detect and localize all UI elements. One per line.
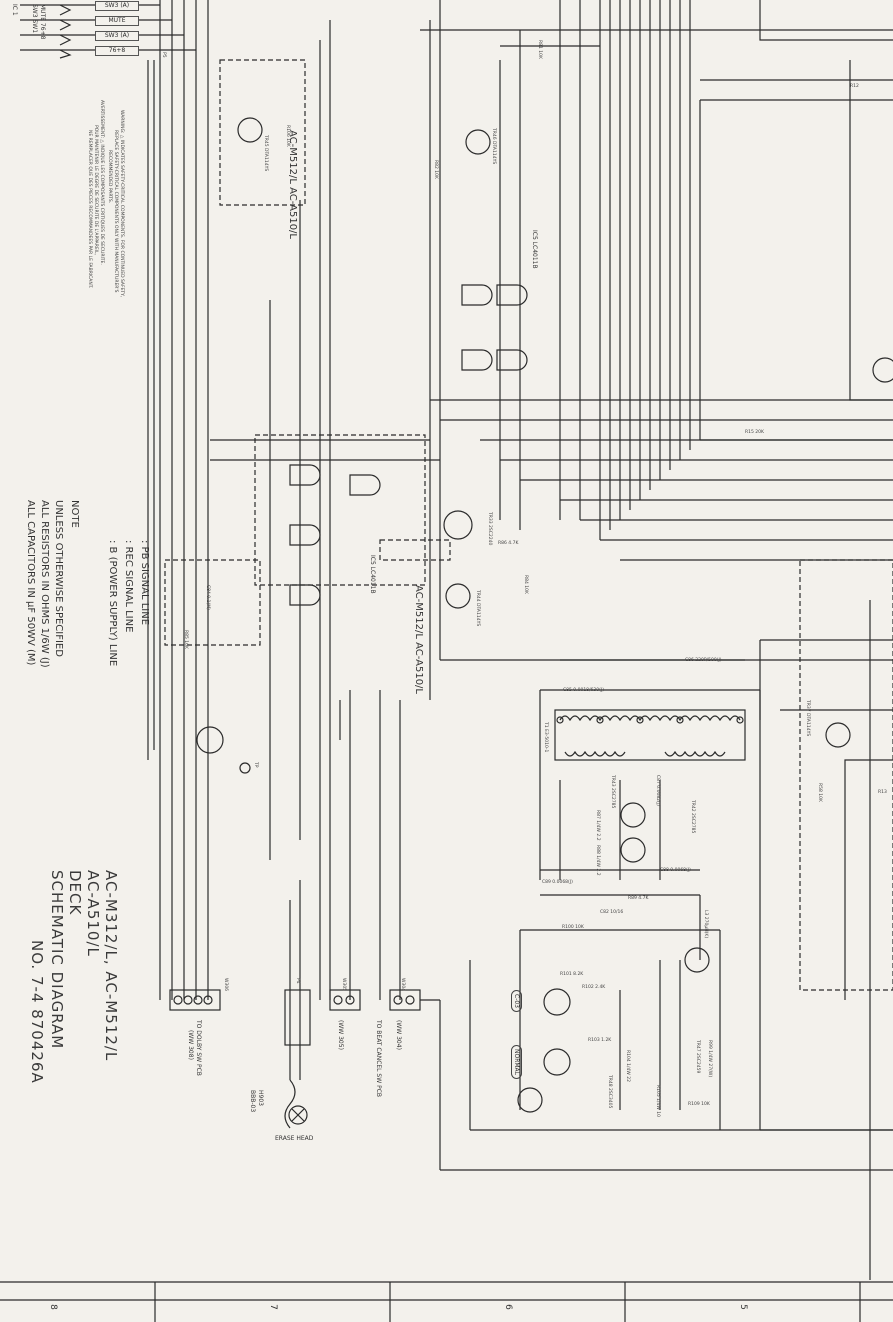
warning-line: POUR MAINTENIR LE DEGRE DE SECURITE DE L… bbox=[93, 125, 98, 255]
model-tag: AC-M512/L AC-A510/L bbox=[413, 585, 424, 694]
component-label: TR44 DTA114YS bbox=[475, 590, 480, 627]
pin-label: P5 bbox=[161, 52, 166, 58]
side-label: MUTE 76+8 bbox=[39, 4, 46, 40]
switch-label: 76+8 bbox=[95, 46, 139, 56]
component-label: L3 270µH(K) bbox=[703, 910, 708, 939]
warning-line: REPLACE SAFETY-CRITICAL COMPONENTS ONLY … bbox=[113, 130, 118, 293]
component-label: R102 2.4K bbox=[582, 985, 606, 990]
zone-number: 8 bbox=[47, 1304, 58, 1310]
pin-label: TP bbox=[253, 762, 258, 768]
pin-label: W304 bbox=[400, 978, 405, 992]
component-label: TR37 DTA114YS bbox=[805, 700, 810, 737]
side-label: SW3 SW1 bbox=[31, 4, 38, 34]
component-label: R84 10K bbox=[523, 575, 528, 594]
component-label: R58 10K bbox=[817, 783, 822, 802]
warning-line: WARNING: △ INDICATES SAFETY-CRITICAL COM… bbox=[119, 110, 124, 298]
zone-number: 5 bbox=[737, 1304, 748, 1310]
switch-label: SW3 (A) bbox=[95, 31, 139, 41]
component-label: C87 0.0082(J) bbox=[655, 775, 660, 806]
component-label: TR46 DTA114YS bbox=[491, 128, 496, 165]
switch-label: SW3 (A) bbox=[95, 1, 139, 11]
title-models: AC-M312/L, AC-M512/L bbox=[102, 870, 120, 1062]
connector-dolby-sub: (WW 308) bbox=[187, 1030, 194, 1060]
component-label: TR47 2SC2459 bbox=[695, 1040, 700, 1074]
component-label: C88 0.0068(J) bbox=[660, 868, 691, 873]
title-models2: AC-A510/L bbox=[84, 870, 102, 957]
component-label: TR45 DTA114YS bbox=[263, 135, 268, 172]
pin-label: P4 bbox=[295, 978, 300, 984]
component-label: C86 220P/500(J) bbox=[685, 658, 722, 663]
legend-pb-signal: : PB SIGNAL LINE bbox=[139, 540, 150, 626]
component-label: C89 0.0068(J) bbox=[542, 880, 573, 885]
warning-line: AVERTISSEMENT: △ INDIQUE LES COMPOSANTS … bbox=[99, 100, 104, 265]
connector-dolby: TO DOLBY SW PCB bbox=[195, 1020, 202, 1076]
connector-beat-cancel: TO BEAT CANCEL SW PCB bbox=[375, 1020, 382, 1097]
button-c03: C-03 bbox=[511, 990, 522, 1012]
component-label: R89 4.7K bbox=[628, 896, 649, 901]
component-label: T1 E3-5010-1 bbox=[543, 722, 548, 753]
component-label: R101 8.2K bbox=[560, 972, 584, 977]
note-line: ALL CAPACITORS IN µF 50WV (M) bbox=[25, 500, 36, 666]
component-label: R103 1.2K bbox=[588, 1038, 612, 1043]
pin-label: W306 bbox=[223, 978, 228, 992]
pin-label: W305 bbox=[341, 978, 346, 992]
ic-label: IC5 LC4011B bbox=[369, 555, 376, 594]
note-line: UNLESS OTHERWISE SPECIFIED bbox=[53, 500, 64, 657]
component-label: TR42 2SC2785 bbox=[690, 800, 695, 834]
component-label: R12 bbox=[850, 84, 859, 89]
legend-power-line: : B (POWER SUPPLY) LINE bbox=[107, 540, 118, 667]
component-label: C85 0.0018/630(J) bbox=[563, 688, 604, 693]
component-label: R15 20K bbox=[745, 430, 764, 435]
component-label: R99 1/4W 27(W) bbox=[707, 1040, 712, 1078]
ic-label: IC5 LC4011B bbox=[531, 230, 538, 269]
component-label: TR43 2SC2785 bbox=[610, 775, 615, 809]
note-heading: NOTE bbox=[69, 500, 80, 528]
connector-ww304: (WW 304) bbox=[395, 1020, 402, 1050]
zone-number: 6 bbox=[502, 1304, 513, 1310]
component-label: C84 0.1(M) bbox=[205, 585, 210, 610]
component-label: R88 1/4W 2.2 bbox=[595, 845, 600, 876]
zone-number: 7 bbox=[267, 1304, 278, 1310]
erase-head-model: BBB-03 bbox=[249, 1090, 256, 1113]
component-label: R87 1/4W 2.2 bbox=[595, 810, 600, 841]
component-label: R104 1/4W 22 bbox=[625, 1050, 630, 1082]
note-line: ALL RESISTORS IN OHMS 1/6W (J) bbox=[39, 500, 50, 668]
component-label: R86 4.7K bbox=[498, 541, 519, 546]
legend-rec-signal: : REC SIGNAL LINE bbox=[123, 540, 134, 633]
erase-head-label: ERASE HEAD bbox=[275, 1135, 314, 1142]
component-label: R105 1/4W 10 bbox=[655, 1085, 660, 1117]
component-label: TR33 2SC2240 bbox=[487, 512, 492, 546]
component-label: R85 10K bbox=[183, 630, 188, 649]
component-label: R100 10K bbox=[562, 925, 584, 930]
component-label: R82 10K bbox=[433, 160, 438, 179]
warning-line: NE REMPLACER QUE DES PIECES RECOMMANDEES… bbox=[87, 130, 92, 289]
warning-line: RECOMMENDED PARTS. bbox=[107, 150, 112, 204]
component-label: R109 10K bbox=[688, 1102, 710, 1107]
button-normal: NORMAL bbox=[511, 1045, 522, 1080]
component-label: R81 10K bbox=[537, 40, 542, 59]
component-label: TR48 2SC3405 bbox=[607, 1075, 612, 1109]
component-label: R13 bbox=[878, 790, 887, 795]
erase-head-ref: H903 bbox=[257, 1090, 264, 1106]
component-label: C82 10/16 bbox=[600, 910, 624, 915]
corner-mark: IC 1 bbox=[11, 4, 18, 16]
title-number: NO. 7-4 870426A bbox=[28, 940, 46, 1084]
component-label: R106 10K bbox=[285, 125, 290, 147]
switch-label: MUTE bbox=[95, 16, 139, 26]
title-deck: DECK bbox=[66, 870, 84, 916]
connector-beat-cancel-sub: (WW 305) bbox=[337, 1020, 344, 1050]
title-name: SCHEMATIC DIAGRAM bbox=[48, 870, 66, 1050]
